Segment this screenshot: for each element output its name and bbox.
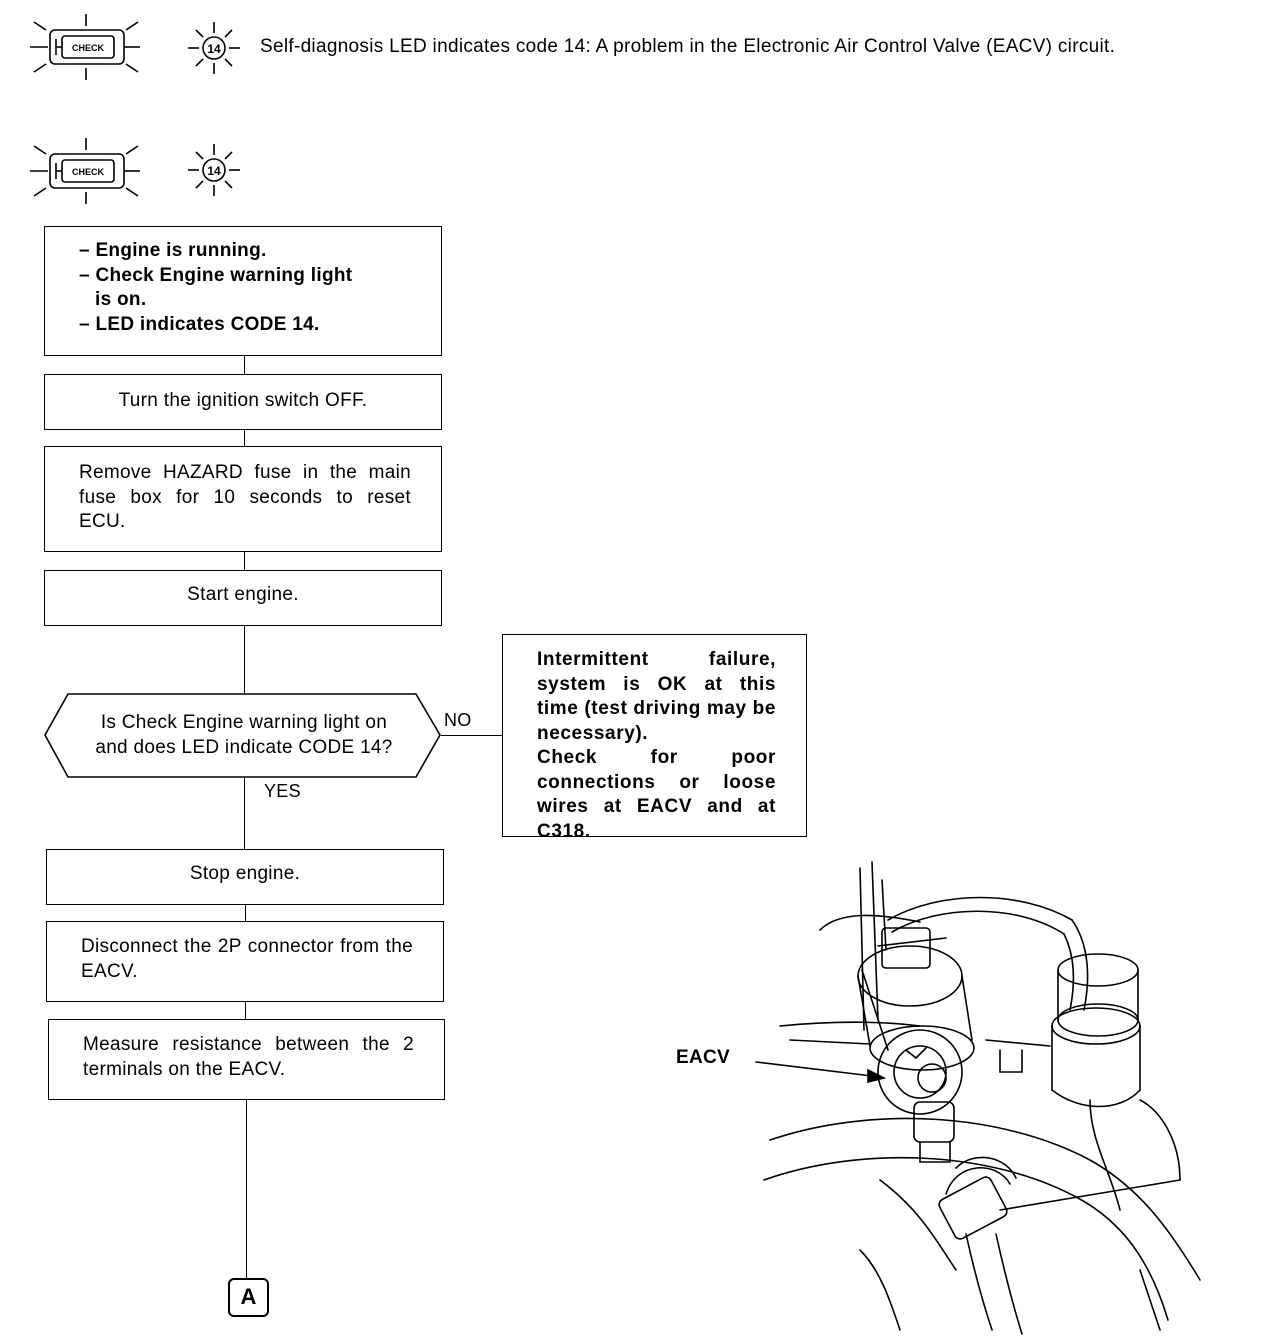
flow-connector <box>244 355 245 375</box>
led-code-14-icon: 14 <box>188 22 240 74</box>
check-connections-text: Check for poor connections or loose wire… <box>537 747 776 842</box>
flow-connector <box>244 429 245 447</box>
eacv-callout-label: EACV <box>676 1047 730 1068</box>
led-code-14-icon: 14 <box>188 144 240 196</box>
step-disconnect-connector: Disconnect the 2P connector from the EAC… <box>46 921 444 1002</box>
step-stop-engine: Stop engine. <box>46 849 444 905</box>
intermittent-failure-box: Intermittent failure, system is OK at th… <box>502 634 807 842</box>
step1-line: is on. <box>95 289 147 310</box>
step1-line: – Check Engine warning light <box>79 264 353 286</box>
check-engine-light-icon: CHECK <box>30 14 140 80</box>
header-description: Self-diagnosis LED indicates code 14: A … <box>260 36 1116 57</box>
decision-line: and does LED indicate CODE 14? <box>95 736 393 758</box>
step-ignition-off: Turn the ignition switch OFF. <box>44 374 442 430</box>
flow-connector-no <box>441 735 503 736</box>
decision-hexagon <box>44 693 441 778</box>
eacv-engine-illustration <box>755 861 1201 1335</box>
step-measure-resistance: Measure resistance between the 2 termina… <box>48 1019 445 1100</box>
step1-line: – LED indicates CODE 14. <box>79 313 320 335</box>
flow-connector <box>246 1099 247 1279</box>
check-engine-light-text: CHECK <box>72 43 105 53</box>
led-code-number: 14 <box>207 164 221 178</box>
step-start-engine: Start engine. <box>44 570 442 626</box>
check-engine-light-text: CHECK <box>72 167 105 177</box>
decision-question: Is Check Engine warning light on and doe… <box>70 711 418 760</box>
check-engine-light-icon: CHECK <box>30 138 140 204</box>
step-remove-hazard-fuse: Remove HAZARD fuse in the main fuse box … <box>44 446 442 552</box>
led-code-number: 14 <box>207 42 221 56</box>
no-label: NO <box>444 710 472 730</box>
flow-connector <box>244 551 245 571</box>
flow-connector <box>245 904 246 922</box>
flow-connector <box>245 1001 246 1020</box>
decision-line: Is Check Engine warning light on <box>100 712 388 733</box>
flow-connector <box>244 777 245 849</box>
step1-line: – Engine is running. <box>79 240 267 261</box>
yes-label: YES <box>264 781 301 801</box>
flow-connector <box>244 625 245 695</box>
step-engine-running: – Engine is running. – Check Engine warn… <box>44 226 442 356</box>
connector-a: A <box>228 1278 269 1317</box>
intermittent-failure-text: Intermittent failure, system is OK at th… <box>537 649 776 744</box>
